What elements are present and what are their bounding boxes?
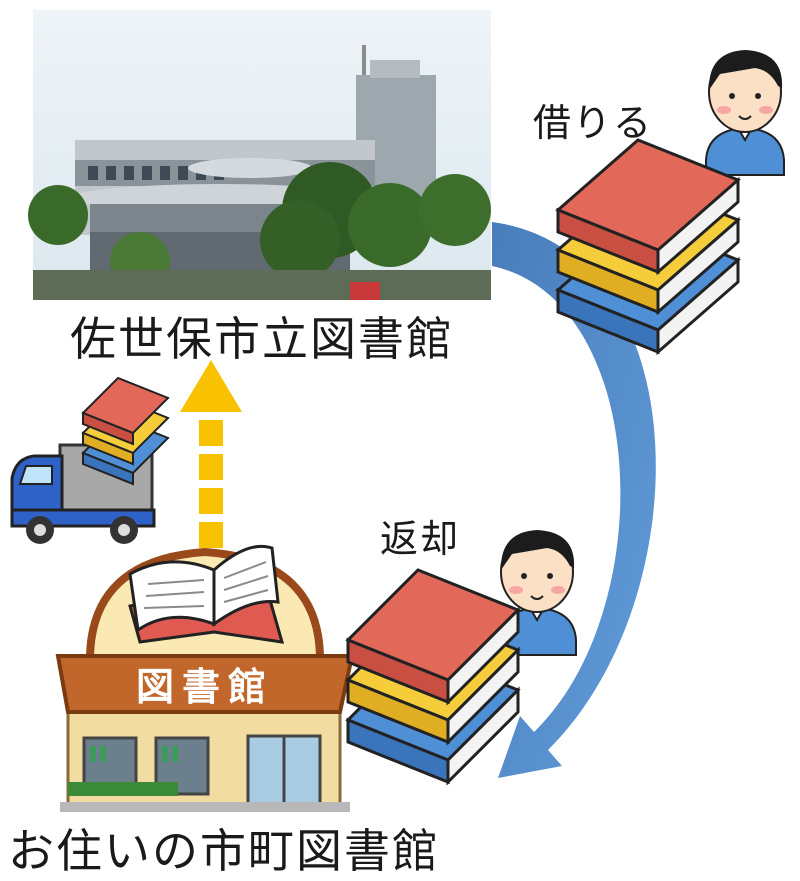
flow-arrow	[492, 222, 656, 778]
person-icon	[705, 50, 785, 176]
book-stack-icon	[345, 568, 521, 786]
library-photo	[28, 10, 491, 300]
main-library-label: 佐世保市立図書館	[70, 312, 454, 366]
library-sign-text: 図書館	[136, 665, 274, 709]
book-stack-icon	[81, 376, 170, 486]
home-library-label: お住いの市町図書館	[8, 824, 440, 878]
borrow-label: 借りる	[533, 101, 654, 145]
delivery-arrow	[180, 360, 242, 548]
return-label: 返却	[380, 517, 461, 561]
open-book-icon	[128, 544, 285, 644]
book-stack-icon	[555, 138, 741, 356]
